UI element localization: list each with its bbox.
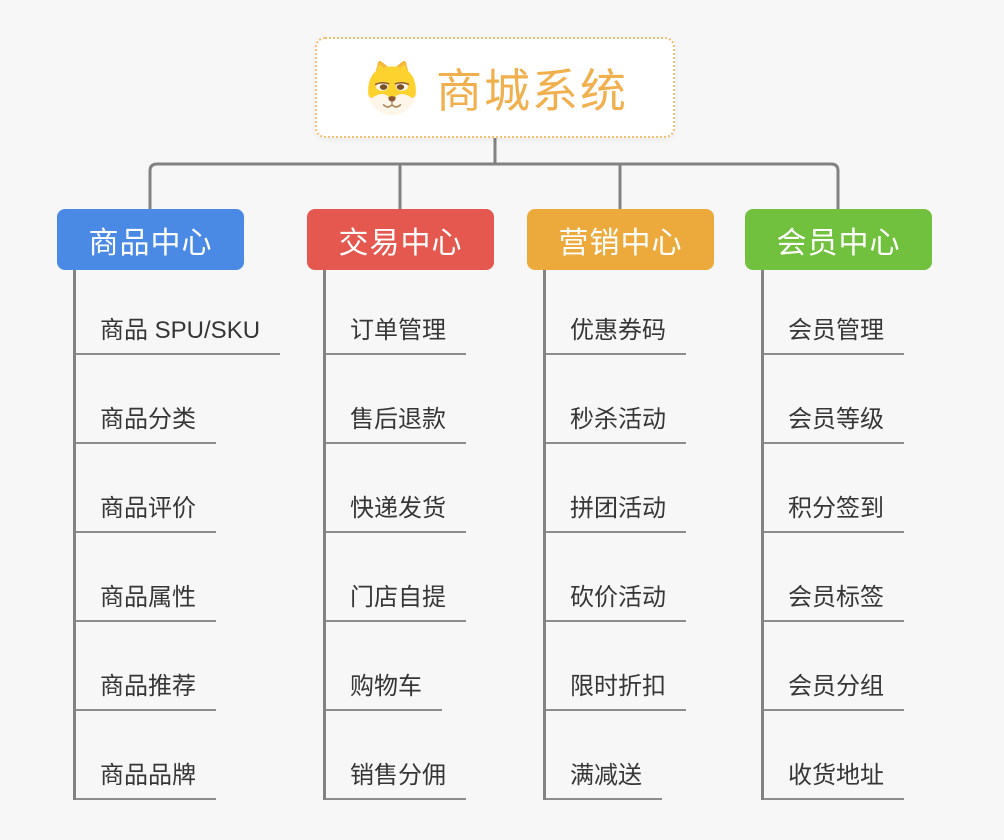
branch-items-trade-center: 订单管理 售后退款 快递发货 门店自提 购物车 销售分佣 [323,270,466,800]
topic-label: 商品属性 [76,584,216,622]
topic-label: 限时折扣 [546,673,686,711]
topic-item[interactable]: 快递发货 [326,444,466,533]
topic-item[interactable]: 会员分组 [764,622,904,711]
topic-item[interactable]: 售后退款 [326,355,466,444]
topic-item[interactable]: 会员等级 [764,355,904,444]
topic-label: 订单管理 [326,317,466,355]
topic-item[interactable]: 积分签到 [764,444,904,533]
branch-items-marketing-center: 优惠券码 秒杀活动 拼团活动 砍价活动 限时折扣 满减送 [543,270,686,800]
topic-label: 拼团活动 [546,495,686,533]
topic-item[interactable]: 满减送 [546,711,686,800]
topic-label: 积分签到 [764,495,904,533]
topic-label: 销售分佣 [326,762,466,800]
branch-label: 商品中心 [88,226,213,260]
topic-item[interactable]: 会员管理 [764,270,904,355]
topic-item[interactable]: 砍价活动 [546,533,686,622]
topic-label: 会员分组 [764,673,904,711]
branch-box-product-center[interactable]: 商品中心 [57,209,244,270]
topic-item[interactable]: 门店自提 [326,533,466,622]
branch-box-marketing-center[interactable]: 营销中心 [527,209,714,270]
topic-item[interactable]: 订单管理 [326,270,466,355]
branch-box-member-center[interactable]: 会员中心 [745,209,932,270]
topic-label: 快递发货 [326,495,466,533]
topic-item[interactable]: 会员标签 [764,533,904,622]
topic-item[interactable]: 秒杀活动 [546,355,686,444]
topic-item[interactable]: 商品评价 [76,444,280,533]
topic-label: 购物车 [326,673,442,711]
topic-label: 商品评价 [76,495,216,533]
topic-item[interactable]: 收货地址 [764,711,904,800]
topic-item[interactable]: 销售分佣 [326,711,466,800]
branch-items-member-center: 会员管理 会员等级 积分签到 会员标签 会员分组 收货地址 [761,270,904,800]
topic-item[interactable]: 优惠券码 [546,270,686,355]
branch-label: 会员中心 [776,226,901,260]
topic-item[interactable]: 限时折扣 [546,622,686,711]
topic-item[interactable]: 商品属性 [76,533,280,622]
topic-label: 优惠券码 [546,317,686,355]
root-node[interactable]: 商城系统 [315,37,675,138]
topic-item[interactable]: 商品 SPU/SKU [76,270,281,355]
branch-items-product-center: 商品 SPU/SKU 商品分类 商品评价 商品属性 商品推荐 商品品牌 [73,270,281,800]
topic-label: 会员管理 [764,317,904,355]
dog-face-icon [367,60,417,115]
topic-item[interactable]: 商品推荐 [76,622,280,711]
branch-label: 交易中心 [338,226,463,260]
branch-label: 营销中心 [558,226,683,260]
topic-item[interactable]: 商品品牌 [76,711,280,800]
topic-label: 商品分类 [76,406,216,444]
topic-item[interactable]: 购物车 [326,622,466,711]
branch-box-trade-center[interactable]: 交易中心 [307,209,494,270]
topic-label: 收货地址 [764,762,904,800]
topic-label: 满减送 [546,762,662,800]
topic-label: 秒杀活动 [546,406,686,444]
root-title: 商城系统 [436,64,628,117]
topic-label: 会员等级 [764,406,904,444]
topic-label: 门店自提 [326,584,466,622]
topic-label: 砍价活动 [546,584,686,622]
topic-label: 商品推荐 [76,673,216,711]
topic-label: 商品 SPU/SKU [76,317,281,355]
topic-item[interactable]: 拼团活动 [546,444,686,533]
topic-label: 会员标签 [764,584,904,622]
topic-label: 商品品牌 [76,762,216,800]
topic-label: 售后退款 [326,406,466,444]
branch-bus-line [148,162,840,209]
topic-item[interactable]: 商品分类 [76,355,280,444]
